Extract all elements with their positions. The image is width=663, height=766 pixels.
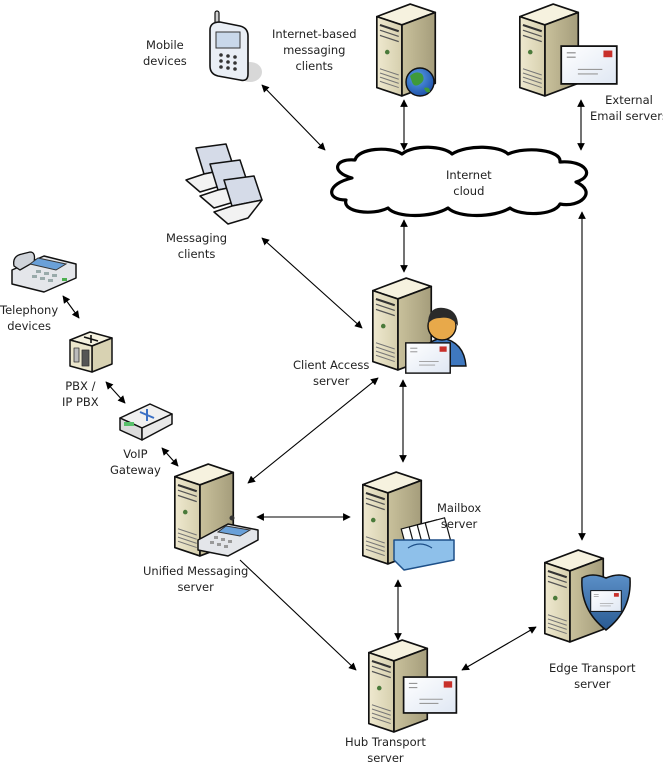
label-line: server xyxy=(177,580,214,594)
server-globe-icon xyxy=(375,3,437,97)
label-line: Client Access xyxy=(293,358,370,372)
label-line: IP PBX xyxy=(62,395,99,409)
connector-hub-edge xyxy=(461,626,537,671)
label-line: Email servers xyxy=(590,109,663,123)
label-unified-messaging: Unified Messaging server xyxy=(143,563,248,595)
mobile-phone-icon xyxy=(209,10,262,82)
label-line: server xyxy=(312,374,350,388)
label-internet-cloud: Internet cloud xyxy=(446,167,492,199)
server-user-icon xyxy=(371,277,467,374)
server-envelope-icon xyxy=(367,639,458,733)
label-line: Mobile xyxy=(146,38,184,52)
label-external-email: External Email servers xyxy=(590,92,663,124)
label-line: Gateway xyxy=(110,463,161,477)
label-line: devices xyxy=(7,319,51,333)
connections xyxy=(62,84,586,671)
label-hub-transport: Hub Transport server xyxy=(345,734,426,766)
label-line: cloud xyxy=(453,184,485,198)
label-line: Edge Transport xyxy=(549,661,636,675)
pbx-icon xyxy=(69,331,113,373)
desk-phone-icon xyxy=(11,251,77,293)
label-line: Mailbox xyxy=(437,501,482,515)
label-line: Unified Messaging xyxy=(143,564,249,578)
label-line: devices xyxy=(143,54,187,68)
server-envelope-icon xyxy=(518,3,618,97)
connector-telephony-pbx xyxy=(62,295,80,319)
label-mobile-devices: Mobile devices xyxy=(143,37,187,69)
connector-voip-unified-messaging xyxy=(161,447,179,467)
voip-gateway-icon xyxy=(119,403,173,441)
server-phone-icon xyxy=(173,463,259,557)
label-line: PBX / xyxy=(65,379,96,393)
label-line: Internet xyxy=(446,168,492,182)
server-mailbox-icon xyxy=(361,471,455,571)
label-line: messaging xyxy=(283,43,346,57)
label-messaging-clients: Messaging clients xyxy=(166,230,227,262)
label-line: clients xyxy=(177,247,216,261)
label-edge-transport: Edge Transport server xyxy=(549,660,636,692)
label-line: Messaging xyxy=(166,231,228,245)
label-voip-gateway: VoIP Gateway xyxy=(110,446,161,478)
label-internet-clients: Internet-based messaging clients xyxy=(272,26,357,74)
label-line: server xyxy=(574,677,611,691)
label-line: VoIP xyxy=(123,447,148,461)
label-line: server xyxy=(440,517,478,531)
connector-unified-messaging-hub xyxy=(239,559,357,671)
label-mailbox: Mailbox server xyxy=(437,500,481,532)
label-line: External xyxy=(605,93,653,107)
connector-client-access-unified-messaging xyxy=(247,377,379,484)
connector-pbx-voip xyxy=(105,381,126,404)
label-line: Hub Transport xyxy=(345,735,426,749)
connector-mobile-cloud xyxy=(261,84,326,151)
label-line: Internet-based xyxy=(272,27,357,41)
laptops-icon xyxy=(185,143,263,225)
internet-cloud-icon xyxy=(330,145,589,218)
label-line: Telephony xyxy=(0,303,59,317)
label-client-access: Client Access server xyxy=(293,357,369,389)
server-shield-icon xyxy=(543,549,631,643)
label-pbx: PBX / IP PBX xyxy=(62,378,99,410)
label-line: clients xyxy=(295,59,334,73)
label-line: server xyxy=(367,751,404,765)
label-telephony-devices: Telephony devices xyxy=(0,302,58,334)
connector-messaging-clients-client-access xyxy=(261,237,363,329)
